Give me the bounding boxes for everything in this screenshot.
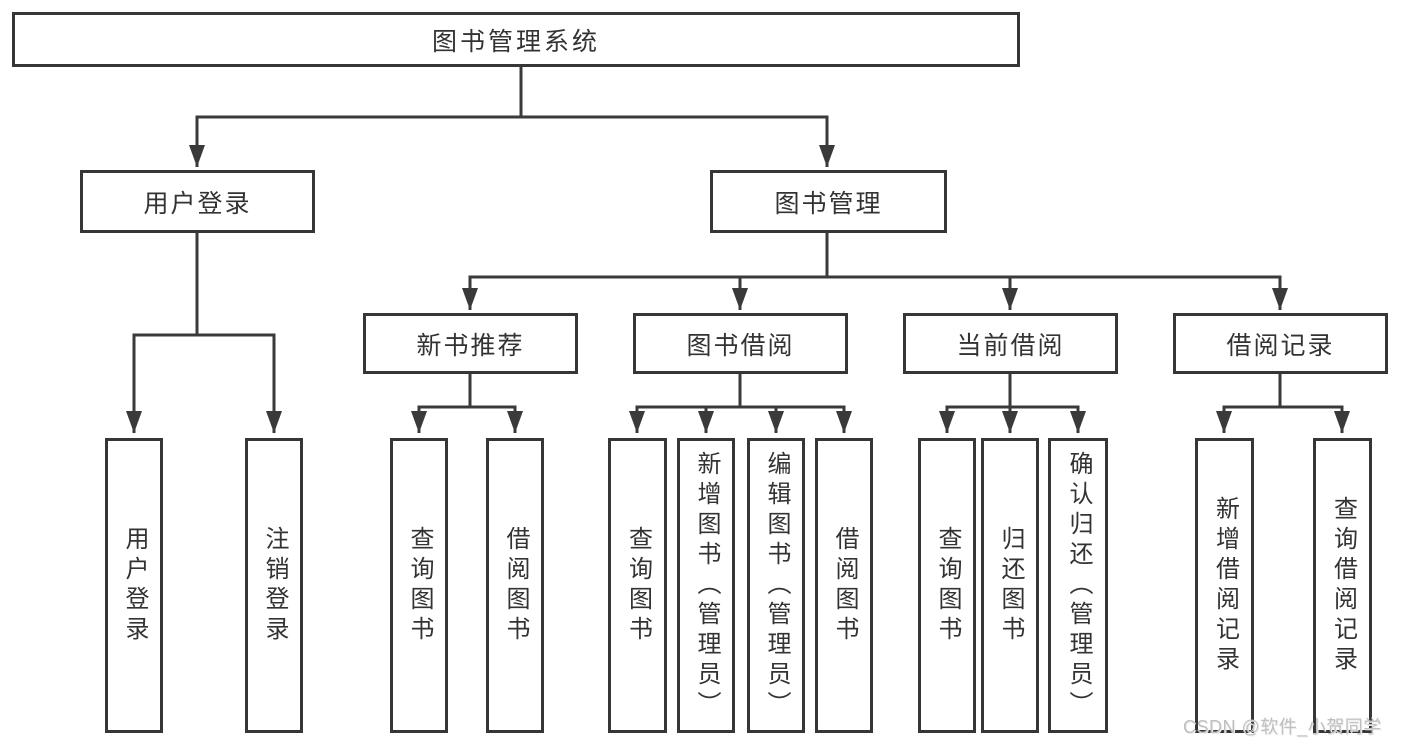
leaf-label: 确认归还（管理员）: [1065, 450, 1092, 721]
leaf-label: 编辑图书（管理员）: [763, 450, 790, 721]
node-new-book-recommend: 新书推荐: [363, 313, 578, 374]
leaf-query-books-borrow: 查询图书: [608, 438, 667, 733]
node-label: 当前借阅: [956, 331, 1065, 360]
node-label: 用户登录: [143, 189, 252, 218]
leaf-label: 借阅图书: [831, 525, 858, 646]
leaf-label: 新增借阅记录: [1211, 495, 1239, 676]
leaf-query-borrow-record: 查询借阅记录: [1313, 438, 1372, 733]
node-label: 借阅记录: [1226, 331, 1335, 360]
leaf-label: 查询图书: [624, 525, 652, 646]
node-book-management: 图书管理: [710, 170, 947, 233]
node-label: 图书借阅: [686, 331, 795, 360]
leaf-label: 注销登录: [261, 525, 288, 646]
node-borrowing-records: 借阅记录: [1173, 313, 1388, 374]
leaf-label: 查询图书: [934, 525, 961, 646]
leaf-label: 查询借阅记录: [1329, 495, 1357, 676]
node-label: 图书管理: [774, 189, 883, 218]
leaf-label: 借阅图书: [502, 525, 529, 646]
node-current-borrowing: 当前借阅: [903, 313, 1118, 374]
leaf-borrow-book: 借阅图书: [815, 438, 873, 733]
leaf-user-login: 用户登录: [105, 438, 163, 733]
leaf-label: 归还图书: [997, 525, 1024, 646]
node-user-login: 用户登录: [80, 170, 315, 233]
leaf-confirm-return-admin: 确认归还（管理员）: [1048, 438, 1108, 733]
leaf-query-books-recommend: 查询图书: [390, 438, 448, 733]
connector-arrows: [126, 117, 1350, 433]
leaf-label: 新增图书（管理员）: [693, 450, 720, 721]
leaf-add-borrow-record: 新增借阅记录: [1195, 438, 1254, 733]
leaf-logout: 注销登录: [245, 438, 303, 733]
leaf-label: 用户登录: [121, 525, 148, 646]
node-label: 图书管理系统: [431, 27, 600, 56]
csdn-watermark: CSDN @软件_小贺同学: [1183, 717, 1382, 737]
leaf-add-book-admin: 新增图书（管理员）: [677, 438, 735, 733]
node-label: 新书推荐: [416, 331, 525, 360]
node-library-management-system: 图书管理系统: [12, 12, 1020, 67]
leaf-edit-book-admin: 编辑图书（管理员）: [747, 438, 805, 733]
leaf-return-book: 归还图书: [981, 438, 1039, 733]
connector-trunks: [132, 65, 1344, 409]
leaf-label: 查询图书: [406, 525, 433, 646]
node-book-borrowing: 图书借阅: [633, 313, 848, 374]
leaf-query-books-current: 查询图书: [918, 438, 976, 733]
leaf-borrow-book-recommend: 借阅图书: [486, 438, 544, 733]
